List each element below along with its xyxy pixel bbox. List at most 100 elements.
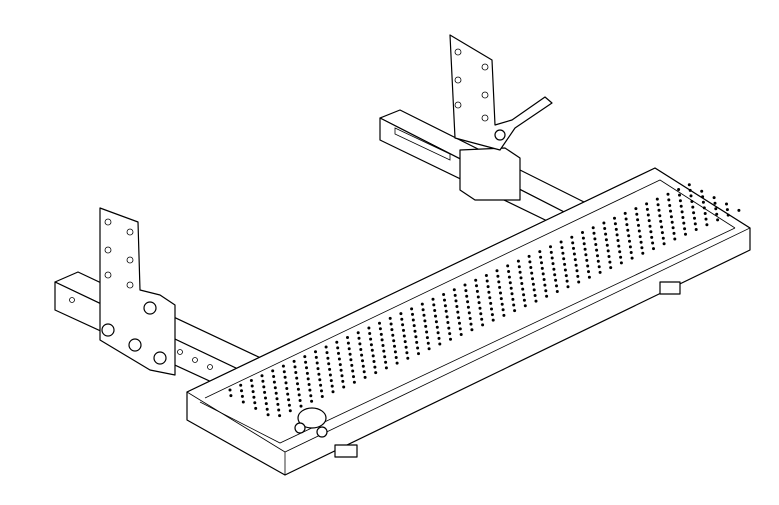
perforation-hole [356, 331, 360, 335]
perforation-hole [275, 397, 279, 401]
perforation-hole [402, 328, 405, 332]
perforation-hole [370, 348, 374, 352]
perforation-hole [725, 208, 729, 212]
perforation-hole [444, 309, 448, 313]
perforation-hole [684, 232, 687, 236]
perforation-hole [581, 236, 585, 240]
perforation-hole [507, 275, 511, 279]
perforation-hole [464, 289, 468, 293]
perforation-hole [539, 255, 543, 259]
perforation-hole [457, 316, 461, 320]
perforation-hole [276, 402, 280, 406]
perforation-hole [678, 193, 681, 197]
perforation-hole [475, 284, 478, 288]
perforation-hole [509, 286, 513, 290]
perforation-hole [545, 294, 549, 298]
perforation-hole [361, 364, 365, 368]
perforation-hole [251, 390, 255, 394]
perforation-hole [662, 242, 666, 246]
perforation-hole [627, 234, 631, 238]
perforation-hole [378, 321, 381, 325]
perforation-hole [682, 221, 686, 225]
perforation-hole [688, 188, 692, 192]
perforation-hole [465, 294, 469, 298]
perforation-hole [379, 332, 383, 336]
perforation-hole [249, 379, 253, 382]
perforation-hole [692, 211, 696, 215]
perforation-hole [501, 308, 505, 312]
perforation-hole [394, 356, 398, 359]
perforation-hole [659, 219, 663, 223]
perforation-hole [486, 285, 490, 289]
perforation-hole [606, 249, 610, 253]
perforation-hole [447, 326, 451, 330]
right-mount-tube [379, 109, 591, 233]
perforation-hole [272, 375, 276, 378]
perforation-hole [640, 246, 644, 250]
perforation-hole [587, 270, 590, 274]
perforation-hole [342, 385, 346, 389]
perforation-hole [338, 363, 342, 367]
perforation-hole [325, 351, 329, 355]
perforation-hole [551, 262, 555, 266]
perforation-hole [390, 328, 394, 332]
perforation-hole [458, 321, 461, 325]
perforation-hole [672, 231, 676, 235]
perforation-hole [330, 384, 334, 388]
perforation-hole [337, 351, 340, 355]
perforation-hole [576, 274, 580, 278]
perforation-hole [690, 200, 694, 203]
perforation-hole [373, 365, 377, 369]
perforation-hole [250, 384, 254, 388]
perforation-hole [497, 280, 501, 284]
perforation-hole [585, 258, 589, 262]
perforation-hole [305, 371, 309, 375]
perforation-hole [540, 261, 543, 265]
perforation-hole [273, 386, 277, 390]
perforation-hole [726, 213, 730, 217]
perforation-hole [296, 382, 299, 386]
perforation-hole [422, 313, 426, 317]
perforation-hole [636, 218, 640, 222]
perforation-hole [380, 338, 384, 342]
perforation-hole [489, 301, 493, 305]
perforation-hole [264, 402, 268, 406]
perforation-hole [315, 361, 319, 365]
perforation-hole [435, 325, 439, 329]
perforation-hole [369, 337, 373, 341]
perforation-hole [507, 270, 511, 273]
perforation-hole [645, 202, 649, 206]
perforation-hole [650, 235, 654, 239]
perforation-hole [657, 208, 661, 212]
perforation-hole [544, 289, 548, 293]
perforation-hole [266, 413, 270, 417]
perforation-hole [603, 227, 607, 230]
perforation-hole [317, 372, 321, 376]
perforation-hole [701, 200, 705, 204]
perforation-hole [531, 282, 535, 286]
perforation-hole [425, 330, 429, 334]
perforation-hole [712, 196, 716, 200]
perforation-hole [487, 290, 491, 294]
perforation-hole [649, 230, 653, 234]
perforation-hole [479, 312, 483, 316]
perforation-hole [282, 370, 286, 374]
perforation-hole [272, 380, 276, 384]
perforation-hole [687, 183, 691, 187]
perforation-hole [529, 266, 533, 269]
perforation-hole [296, 387, 300, 391]
perforation-hole [339, 368, 343, 372]
perforation-hole [668, 204, 672, 207]
perforation-hole [510, 292, 514, 296]
perforation-hole [360, 353, 364, 357]
perforation-hole [638, 235, 642, 239]
perforation-hole [260, 374, 264, 378]
perforation-hole [431, 297, 435, 301]
perforation-hole [303, 355, 307, 359]
perforation-hole [704, 217, 708, 221]
perforation-hole [393, 344, 396, 348]
perforation-hole [615, 233, 619, 237]
perforation-hole [518, 270, 522, 274]
perforation-hole [414, 335, 418, 339]
perforation-hole [253, 401, 257, 405]
